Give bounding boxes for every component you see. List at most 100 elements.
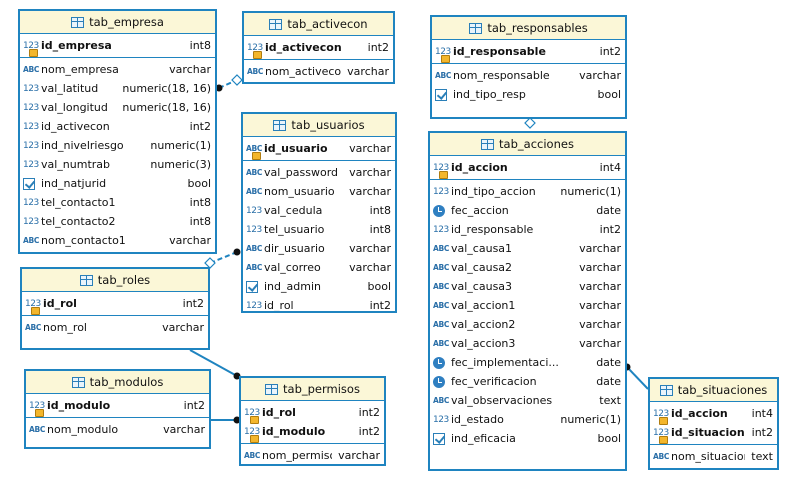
- optional-end-diamond: [231, 74, 243, 86]
- text-glyph: ABC: [433, 263, 450, 272]
- numeric-glyph: 123: [433, 186, 449, 197]
- column-type: bool: [367, 280, 392, 293]
- text-glyph: ABC: [23, 65, 40, 74]
- numeric-key-icon: 123: [23, 41, 41, 57]
- key-icon: [250, 415, 259, 424]
- numeric-glyph: 123: [244, 426, 260, 437]
- entity-name: tab_activecon: [287, 17, 368, 31]
- link-acciones-situaciones[interactable]: [626, 366, 649, 390]
- column-name: val_correo: [264, 261, 321, 274]
- entity-header[interactable]: tab_situaciones: [650, 379, 777, 402]
- column-name: id_accion: [671, 407, 728, 420]
- column-type: varchar: [349, 242, 391, 255]
- entity-header[interactable]: tab_modulos: [26, 371, 209, 394]
- column-type: varchar: [579, 318, 621, 331]
- date-clock-icon: [433, 356, 451, 369]
- entity-header[interactable]: tab_roles: [22, 269, 208, 292]
- entity-header[interactable]: tab_permisos: [241, 378, 384, 401]
- text-glyph: ABC: [246, 168, 263, 177]
- column-type: int2: [189, 120, 211, 133]
- entity-header[interactable]: tab_usuarios: [243, 114, 395, 137]
- numeric-glyph: 123: [653, 408, 669, 419]
- link-usuarios-roles[interactable]: [209, 251, 238, 264]
- column-type: date: [596, 204, 621, 217]
- column-name: id_estado: [451, 413, 504, 426]
- entity-name: tab_modulos: [89, 375, 164, 389]
- entity-header[interactable]: tab_responsables: [432, 17, 625, 40]
- link-roles-permisos[interactable]: [189, 349, 238, 377]
- numeric-type-icon: 123: [23, 198, 41, 208]
- text-glyph: ABC: [25, 323, 42, 332]
- numeric-glyph: 123: [247, 42, 263, 53]
- numeric-type-icon: 123: [246, 225, 264, 235]
- column-type: varchar: [579, 242, 621, 255]
- column-type: numeric(1): [560, 413, 621, 426]
- entity-header[interactable]: tab_activecon: [244, 13, 393, 36]
- table-column[interactable]: fec_implementaci...date: [430, 353, 625, 372]
- entity-header[interactable]: tab_acciones: [430, 133, 625, 156]
- column-name: id_situacion: [671, 426, 745, 439]
- entity-header[interactable]: tab_empresa: [20, 11, 215, 34]
- column-name: fec_verificacion: [451, 375, 537, 388]
- checkbox-glyph: [246, 280, 258, 293]
